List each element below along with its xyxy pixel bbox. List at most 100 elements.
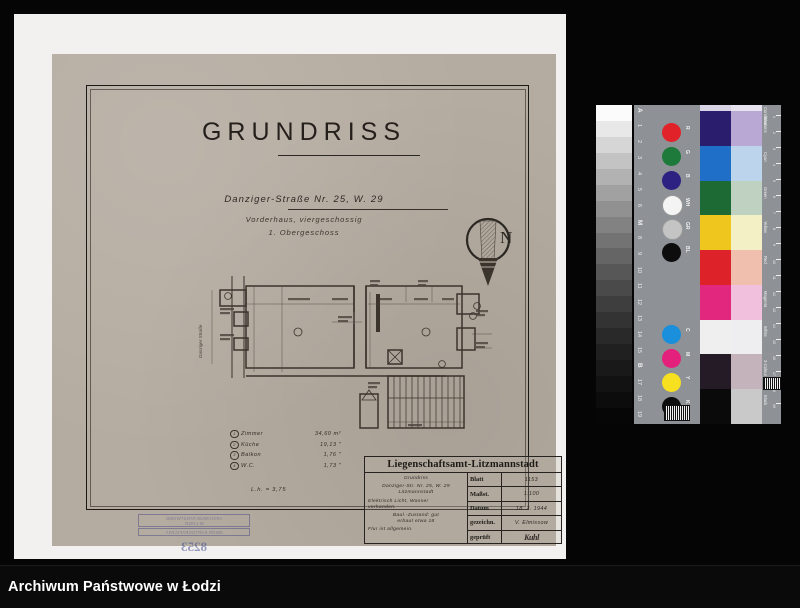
grey-step-1 [596, 120, 632, 137]
room-area: 1,73 " [323, 463, 341, 470]
grey-step-15 [596, 344, 632, 360]
stamp-name-box: ARCHIWUM PAŃSTWOWE W ŁODZI [138, 514, 250, 528]
field-key: Datum [468, 501, 502, 516]
patch-row-yellow [700, 215, 762, 251]
ruler-label-blue: Blue [763, 117, 768, 126]
ink-dot-label-k: K [684, 400, 690, 404]
ruler-label-black: Black [763, 395, 768, 406]
room-name: Küche [241, 441, 260, 448]
greyscale-index-5: 5 [636, 187, 642, 191]
ruler-tick-15: 15 [772, 340, 776, 344]
patch-full [700, 354, 731, 390]
patch-full [700, 111, 731, 146]
ruler-tick-11: 11 [772, 276, 776, 280]
ink-dot-wh [662, 195, 683, 216]
ruler-tick [776, 131, 781, 132]
archive-banner: Archiwum Państwowe w Łodzi [0, 565, 800, 608]
stamp-line-3: ZBIÓR KARTOGRAFICZNY [165, 529, 223, 535]
patch-row-red [700, 250, 762, 285]
ink-dot-b [662, 171, 681, 190]
patch-full [700, 250, 731, 285]
ink-dot-c [662, 325, 681, 344]
table-row: gezeichn. V. Elmissow [468, 516, 561, 531]
title-block-fields: Blatt 1153 Maßst. 1:100 Datum 18. 2. 194… [468, 473, 561, 545]
table-row: Maßst. 1:100 [468, 487, 561, 502]
ceiling-height-note: L.h. = 3,75 [251, 487, 287, 493]
patch-tint [731, 111, 762, 146]
grey-step-17 [596, 375, 632, 392]
ruler-tick-9: 9 [772, 244, 776, 246]
ink-dot-label-c: C [684, 328, 690, 332]
greyscale-index-12: 12 [636, 299, 642, 306]
table-row: geprüft Kuhl [468, 530, 561, 545]
ruler-tick [776, 243, 781, 244]
barcode-icon [763, 377, 781, 390]
room-schedule-rows: 1 Zimmer 34,60 m² 2 Küche 19,13 " 3 Balk… [228, 429, 341, 471]
room-mark: 2 [228, 440, 241, 451]
patch-full [700, 215, 731, 251]
patch-row-blue [700, 111, 762, 146]
greyscale-index-6: 6 [636, 203, 642, 207]
ruler-tick [776, 147, 781, 148]
field-value: 18. 2. 1944 [515, 505, 548, 512]
greyscale-index-M: M [636, 219, 643, 225]
ruler-tick-16: 16 [772, 356, 776, 360]
greyscale-index-18: 18 [636, 395, 642, 402]
grey-step-16 [596, 360, 632, 376]
patch-tint [731, 319, 762, 355]
ink-dot-bl [662, 243, 681, 262]
greyscale-index-4: 4 [636, 171, 642, 175]
patch-full [700, 145, 731, 181]
ruler-tick [776, 355, 781, 356]
grey-step-4 [596, 168, 632, 185]
patch-row-3-colour [700, 354, 762, 390]
greyscale-index-2: 2 [636, 139, 642, 143]
grey-step-9 [596, 248, 632, 265]
ruler-tick-6: 6 [772, 196, 776, 198]
ink-dot-r [662, 123, 681, 142]
tb-desc-line: Grundriss [403, 476, 429, 481]
greyscale-index-13: 13 [636, 315, 642, 322]
archive-stamp: ARCHIWUM PAŃSTWOWE W ŁODZI ZBIÓR KARTOGR… [138, 514, 250, 556]
ruler-label-red: Red [763, 256, 768, 264]
greyscale-strip [596, 105, 632, 424]
tb-desc-line: Danziger-Str. Nr. 25, W. 29 [382, 484, 450, 490]
room-name: W.C. [241, 463, 256, 470]
ruler-tick-17: 17 [772, 372, 776, 376]
ink-dot-label-b: B [684, 174, 690, 178]
grey-step-3 [596, 152, 632, 169]
street-subtitle: Danziger-Straße Nr. 25, W. 29 [224, 194, 384, 205]
title-block: Liegenschaftsamt-Litzmannstadt Grundriss… [364, 456, 562, 545]
patch-full [700, 180, 731, 216]
patch-tint [731, 284, 762, 320]
barcode-icon [664, 405, 690, 421]
ruler-tick-1: 1 [772, 116, 776, 118]
tb-desc-line: Baul.-Zustand: gut [392, 513, 440, 519]
ink-dot-m [662, 349, 681, 368]
ruler-tick [776, 211, 781, 212]
room-name: Zimmer [241, 431, 263, 438]
room-area: 19,13 " [319, 441, 341, 448]
ruler-tick-10: 10 [772, 260, 776, 264]
patch-row-green [700, 180, 762, 216]
grey-step-13 [596, 312, 632, 329]
ruler-tick-12: 12 [772, 292, 776, 296]
greyscale-index-17: 17 [636, 379, 642, 386]
table-row: Blatt 1153 [468, 473, 561, 488]
field-value: V. Elmissow [514, 519, 549, 526]
title-block-header: Liegenschaftsamt-Litzmannstadt [365, 457, 561, 473]
ruler-tick [776, 403, 781, 404]
room-mark: 1 [228, 429, 241, 440]
signature-value: Kuhl [524, 532, 539, 542]
grey-step-5 [596, 184, 632, 201]
patch-tint [731, 389, 762, 424]
greyscale-index-10: 10 [636, 267, 642, 274]
ink-dot-label-m: M [684, 352, 690, 357]
ink-dot-label-gr: GR [684, 222, 690, 230]
ink-dot-label-wh: WH [684, 198, 690, 207]
greyscale-index-1: 1 [636, 123, 642, 127]
greyscale-index-A: A [636, 107, 643, 113]
greyscale-index-15: 15 [636, 347, 642, 354]
ink-dot-label-y: Y [684, 376, 690, 380]
